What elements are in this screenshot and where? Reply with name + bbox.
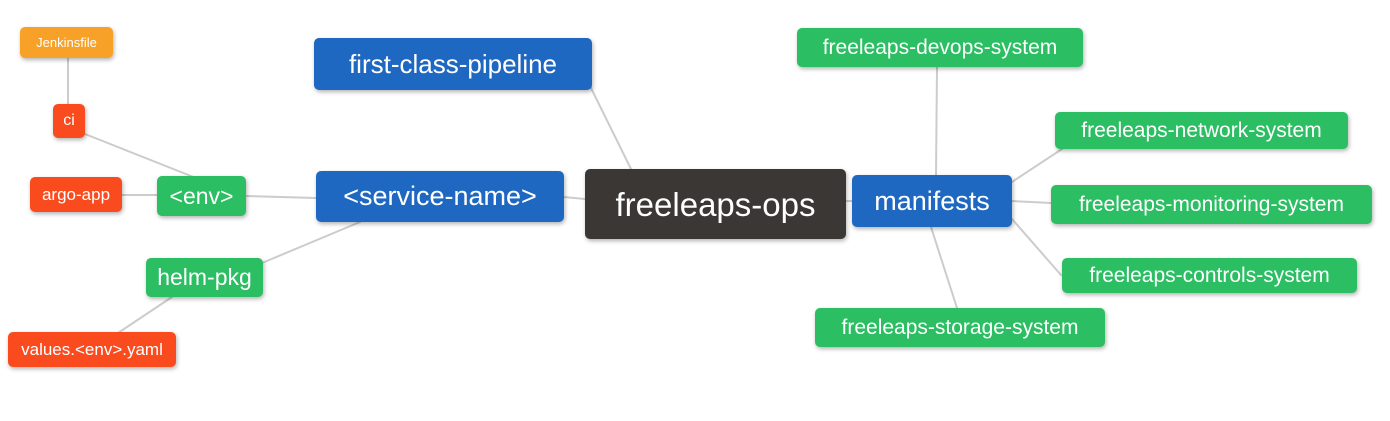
- node-freeleaps-storage-system[interactable]: freeleaps-storage-system: [815, 308, 1105, 347]
- node-values-env-yaml[interactable]: values.<env>.yaml: [8, 332, 176, 367]
- node-env[interactable]: <env>: [157, 176, 246, 216]
- node-argo-app[interactable]: argo-app: [30, 177, 122, 212]
- edge-manifests-controls_system: [1011, 218, 1062, 276]
- node-manifests[interactable]: manifests: [852, 175, 1012, 227]
- node-freeleaps-monitoring-system[interactable]: freeleaps-monitoring-system: [1051, 185, 1372, 224]
- edge-manifests-monitoring_system: [1011, 200, 1052, 204]
- node-freeleaps-ops-root[interactable]: freeleaps-ops: [585, 169, 846, 239]
- edge-ci-env: [84, 133, 197, 179]
- edge-manifests-network_system: [1011, 148, 1063, 183]
- node-first-class-pipeline[interactable]: first-class-pipeline: [314, 38, 592, 90]
- node-freeleaps-network-system[interactable]: freeleaps-network-system: [1055, 112, 1348, 149]
- edge-helm_pkg-service_name: [261, 221, 361, 264]
- edge-manifests-devops_system: [935, 66, 938, 176]
- node-freeleaps-controls-system[interactable]: freeleaps-controls-system: [1062, 258, 1357, 293]
- node-ci[interactable]: ci: [53, 104, 85, 138]
- edge-env-service_name: [245, 195, 317, 199]
- edge-manifests-storage_system: [930, 226, 958, 309]
- edge-service_name-root: [563, 196, 586, 200]
- edge-first_class_pipeline-root: [590, 87, 632, 170]
- node-freeleaps-devops-system[interactable]: freeleaps-devops-system: [797, 28, 1083, 67]
- node-helm-pkg[interactable]: helm-pkg: [146, 258, 263, 297]
- node-service-name[interactable]: <service-name>: [316, 171, 564, 222]
- node-jenkinsfile[interactable]: Jenkinsfile: [20, 27, 113, 58]
- edge-values_env_yaml-helm_pkg: [117, 296, 173, 334]
